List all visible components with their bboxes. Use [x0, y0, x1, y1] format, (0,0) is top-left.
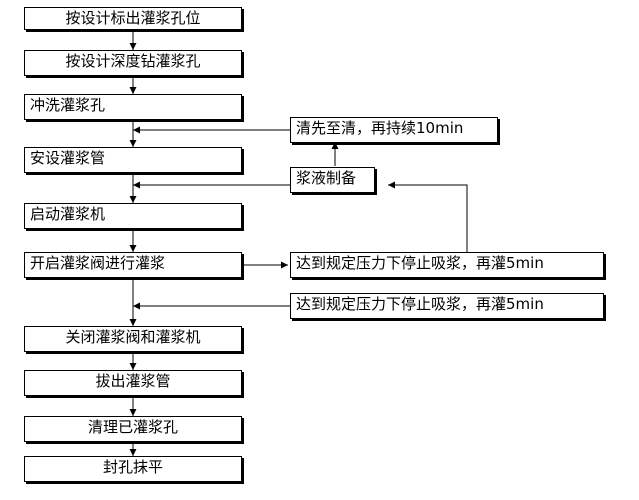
arrow-return-to-slurry: [388, 181, 468, 252]
note-pressure-stop-1: 达到规定压力下停止吸浆，再灌5min: [290, 252, 604, 278]
note-clean-water: 清先至清，再持续10min: [290, 117, 498, 143]
step-drill-holes: 按设计深度钻灌浆孔: [24, 50, 242, 76]
step-open-valve-grout: 开启灌浆阀进行灌浆: [24, 252, 242, 278]
step-seal-holes: 封孔抹平: [24, 456, 242, 482]
step-mark-hole-position: 按设计标出灌浆孔位: [24, 7, 242, 30]
note-pressure-stop-2: 达到规定压力下停止吸浆，再灌5min: [290, 293, 604, 319]
step-clean-holes: 清理已灌浆孔: [24, 416, 242, 442]
note-slurry-preparation: 浆液制备: [290, 167, 375, 193]
step-flush-holes: 冲洗灌浆孔: [24, 94, 242, 120]
step-close-valve-pump: 关闭灌浆阀和灌浆机: [24, 326, 242, 352]
step-pull-pipe: 拔出灌浆管: [24, 370, 242, 396]
step-start-pump: 启动灌浆机: [24, 203, 242, 229]
step-install-pipe: 安设灌浆管: [24, 147, 242, 173]
